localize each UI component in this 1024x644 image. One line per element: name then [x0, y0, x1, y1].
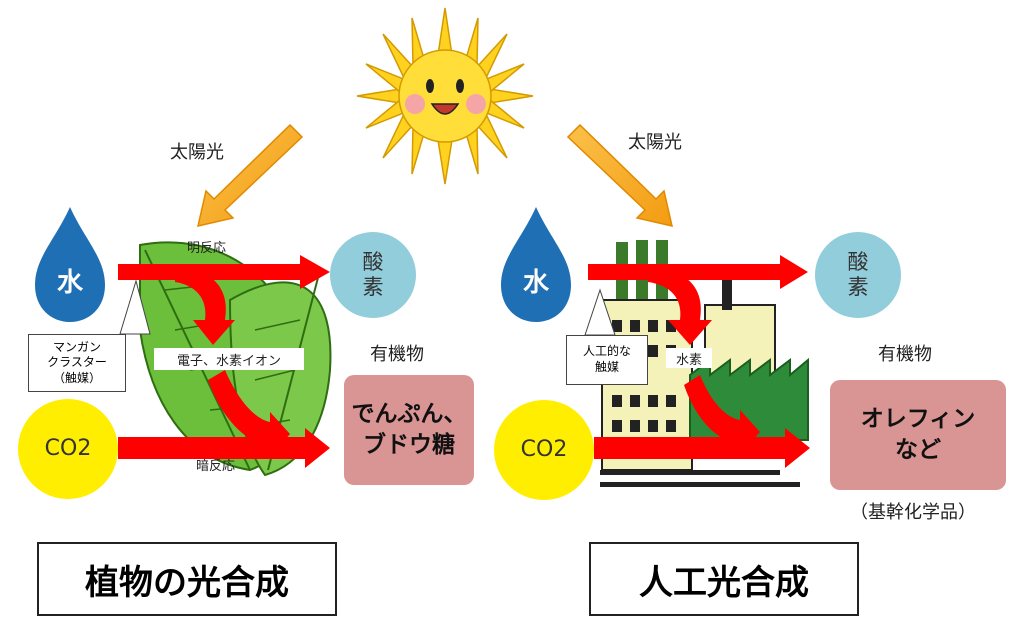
artificial-organic-label: 有機物 [878, 344, 932, 365]
water-drop-icon [501, 207, 571, 322]
water-drop-icon [35, 207, 105, 322]
plant-title: 植物の光合成 [37, 542, 337, 616]
proton-flow-arrow [648, 265, 712, 345]
catalyst-pointer [119, 279, 151, 335]
co2-circle: CO2 [18, 399, 118, 499]
hydrogen-label: 水素 [666, 348, 712, 368]
sunlight-arrow-right [566, 123, 673, 227]
light-reaction-arrow [118, 255, 330, 289]
light-reaction-label: 明反応 [187, 241, 227, 256]
water-label: 水 [56, 268, 83, 298]
artificial-product-box: オレフィン など [830, 380, 1006, 490]
hydrogen-supply-arrow [684, 375, 760, 454]
co2-reduction-arrow [594, 428, 810, 468]
plant-reaction-arrows [118, 255, 330, 468]
artificial-title: 人工光合成 [589, 542, 859, 616]
hydrogen-flow-arrow [208, 370, 290, 456]
artificial-oxygen-circle: 酸 素 [815, 232, 901, 318]
sunlight-label-left: 太陽光 [170, 142, 224, 163]
sunlight-arrow-left [197, 123, 304, 227]
sun-icon [356, 7, 534, 185]
oxygen-circle: 酸 素 [330, 232, 416, 318]
dark-reaction-label: 暗反応 [196, 459, 236, 474]
artificial-catalyst-callout: 人工的な 触媒 [566, 335, 648, 385]
electron-ions-label: 電子、水素イオン [154, 348, 304, 370]
artificial-co2-circle: CO2 [494, 400, 594, 500]
oxygen-evolution-arrow [588, 255, 808, 289]
chemicals-note: （基幹化学品） [850, 502, 976, 523]
sunlight-label-right: 太陽光 [628, 132, 682, 153]
organic-label: 有機物 [370, 344, 424, 365]
product-box: でんぷん、 ブドウ糖 [344, 375, 474, 485]
artificial-water-label: 水 [522, 268, 549, 298]
electron-flow-arrow [175, 265, 235, 345]
artificial-reaction-arrows [588, 255, 810, 468]
catalyst-callout: マンガン クラスター （触媒） [28, 334, 126, 392]
